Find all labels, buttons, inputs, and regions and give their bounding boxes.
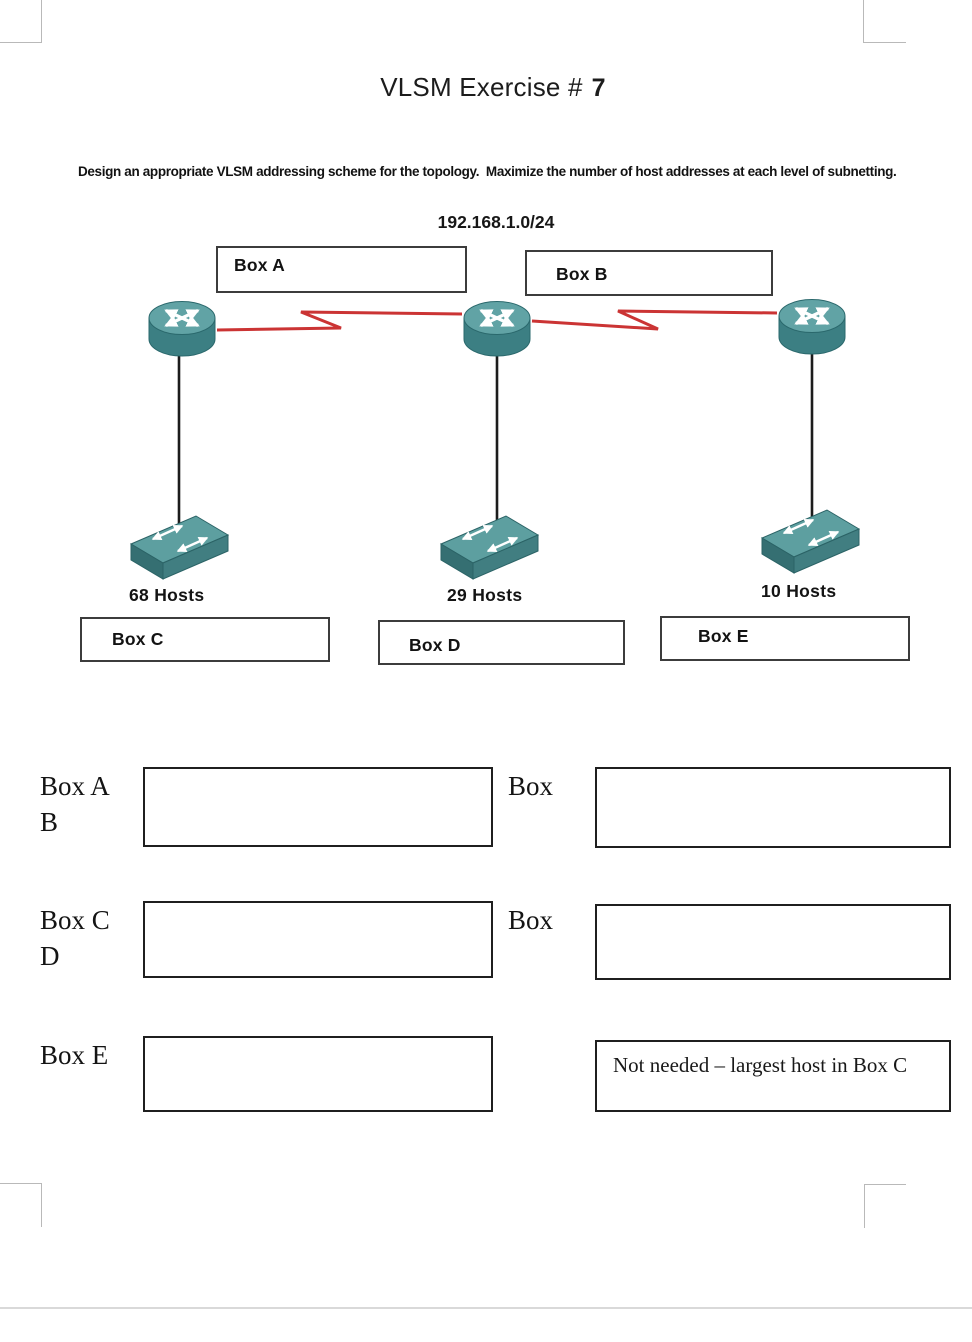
hosts-count-right: 10 Hosts [761,581,837,601]
corner-mark-bottom-left [0,1183,42,1227]
box-b-label: Box B [556,264,608,284]
answer-label-box-e: Box E [40,1040,109,1070]
answer-note-text: Not needed – largest host in Box C [613,1053,908,1077]
serial-link-left [216,310,463,332]
answer-label-box-c-d: Box C D [40,902,110,974]
topology-diagram [0,0,972,700]
answer-box-c[interactable] [143,901,493,978]
page-bottom-divider [0,1307,972,1309]
box-a-field[interactable]: Box A [216,246,467,293]
box-c-field[interactable]: Box C [80,617,330,662]
box-e-field[interactable]: Box E [660,616,910,661]
box-e-label: Box E [698,626,749,646]
box-c-label: Box C [112,629,164,649]
switch-center-icon [441,516,538,579]
switch-left-icon [131,516,228,579]
answer-box-b[interactable] [595,767,951,848]
answer-label-box-a-b: Box A B [40,768,110,840]
router-right-icon [779,300,845,355]
answer-box-d[interactable] [595,904,951,980]
network-address-label: 192.168.1.0/24 [437,212,555,232]
answer-label-box-d: Box [508,905,554,935]
router-left-icon [149,302,215,357]
title-text: VLSM Exercise # [380,72,583,102]
corner-mark-bottom-right [864,1184,906,1228]
corner-mark-top-left [0,0,42,43]
hosts-count-center: 29 Hosts [447,585,523,605]
serial-link-right [531,309,778,331]
router-center-icon [464,302,530,357]
box-d-field[interactable]: Box D [378,620,625,665]
answer-label-box-b: Box [508,771,554,801]
answer-label-box-c-line2: D [40,941,60,971]
hosts-count-left: 68 Hosts [129,585,205,605]
box-d-label: Box D [409,635,461,655]
answer-label-box-a-line2: B [40,807,59,837]
box-a-label: Box A [234,255,285,275]
answer-box-a[interactable] [143,767,493,847]
instruction-text: Design an appropriate VLSM addressing sc… [78,164,897,179]
answer-note-box: Not needed – largest host in Box C [595,1040,951,1112]
answer-label-box-a-line1: Box A [40,771,110,801]
answer-label-box-c-line1: Box C [40,905,110,935]
exercise-number: 7 [591,74,606,102]
corner-mark-top-right [863,0,906,43]
answer-box-e[interactable] [143,1036,493,1112]
box-b-field[interactable]: Box B [525,250,773,296]
switch-right-icon [762,510,859,573]
page-title: VLSM Exercise # 7 [0,72,972,103]
